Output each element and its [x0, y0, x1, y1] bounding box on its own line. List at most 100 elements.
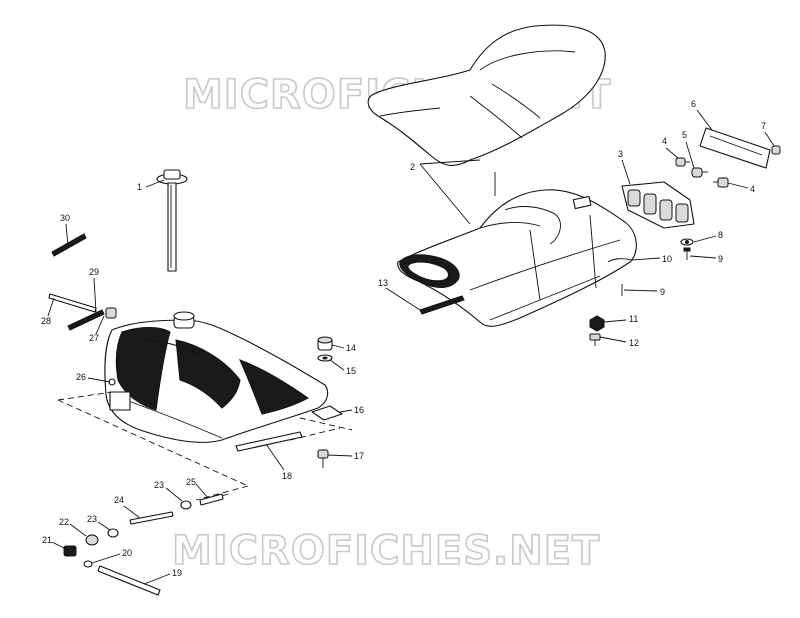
- svg-text:17: 17: [354, 451, 364, 461]
- svg-text:8: 8: [718, 230, 723, 240]
- watermark-bottom: MICROFICHES.NET: [172, 528, 600, 574]
- strap-10: [607, 258, 633, 263]
- bolt-12: [589, 333, 601, 346]
- tail-light-bracket: [621, 181, 695, 229]
- washer-15: [317, 354, 333, 362]
- clip-7: [771, 145, 781, 155]
- callout-17: 17: [327, 451, 364, 461]
- svg-text:23: 23: [87, 514, 97, 524]
- svg-text:23: 23: [154, 480, 164, 490]
- svg-text:10: 10: [662, 254, 672, 264]
- callout-23a: 23: [154, 480, 183, 502]
- bulb-5: [691, 167, 708, 178]
- bulb-socket-4a: [675, 157, 690, 167]
- nut-11: [589, 315, 605, 332]
- clamp-20: [83, 560, 93, 568]
- pad-16: [311, 405, 343, 421]
- svg-text:20: 20: [122, 548, 132, 558]
- latch-13: [419, 295, 465, 315]
- callout-22: 22: [59, 517, 87, 537]
- callout-15: 15: [329, 359, 356, 376]
- callout-13: 13: [378, 278, 421, 311]
- fitting-25: [199, 493, 229, 506]
- clamp-23a: [180, 500, 192, 510]
- svg-text:22: 22: [59, 517, 69, 527]
- hose-24: [129, 511, 174, 525]
- bolt-17: [317, 449, 329, 468]
- clamp-23b: [107, 528, 119, 538]
- svg-text:18: 18: [282, 471, 292, 481]
- seat-base: [397, 189, 637, 327]
- callout-29: 29: [89, 267, 99, 313]
- callout-18: 18: [265, 443, 292, 481]
- svg-text:13: 13: [378, 278, 388, 288]
- fuel-sender: [156, 169, 188, 272]
- svg-text:24: 24: [114, 495, 124, 505]
- svg-text:28: 28: [41, 316, 51, 326]
- svg-text:4: 4: [750, 184, 755, 194]
- callout-7: 7: [761, 121, 775, 147]
- callout-12: 12: [599, 336, 639, 348]
- fuel-tank: [104, 311, 329, 443]
- svg-text:25: 25: [186, 477, 196, 487]
- callout-6: 6: [691, 99, 713, 131]
- callout-8: 8: [693, 230, 723, 243]
- callout-27: 27: [89, 315, 105, 343]
- callout-14: 14: [331, 343, 356, 353]
- svg-text:4: 4: [662, 136, 667, 146]
- callout-4a: 4: [662, 136, 679, 159]
- clamp-22: [85, 534, 99, 546]
- svg-text:27: 27: [89, 333, 99, 343]
- washer-8: [680, 238, 694, 246]
- strap-30: [51, 233, 87, 257]
- screw-9a: [683, 247, 691, 260]
- svg-text:14: 14: [346, 343, 356, 353]
- callout-9b: 9: [623, 287, 665, 297]
- tail-light-lens: [699, 127, 771, 169]
- svg-text:11: 11: [629, 314, 638, 324]
- callout-5: 5: [682, 130, 695, 169]
- svg-text:7: 7: [761, 121, 766, 131]
- svg-text:2: 2: [410, 162, 415, 172]
- callout-10: 10: [631, 254, 672, 264]
- grommet-14: [317, 336, 333, 351]
- callout-26: 26: [76, 372, 111, 383]
- callout-21: 21: [42, 535, 67, 550]
- svg-text:21: 21: [42, 535, 52, 545]
- svg-text:12: 12: [629, 338, 639, 348]
- callout-28: 28: [41, 297, 55, 326]
- svg-text:9: 9: [718, 254, 723, 264]
- callout-2: 2: [410, 162, 415, 172]
- svg-text:30: 30: [60, 213, 70, 223]
- callout-1: 1: [137, 179, 165, 192]
- callout-11: 11: [603, 314, 638, 324]
- strap-18: [235, 431, 303, 452]
- callout-16: 16: [339, 405, 364, 415]
- svg-text:1: 1: [137, 182, 142, 192]
- callout-4b: 4: [727, 182, 755, 194]
- svg-text:19: 19: [172, 568, 182, 578]
- callout-19: 19: [143, 568, 182, 585]
- svg-text:6: 6: [691, 99, 696, 109]
- rod-28: [48, 293, 97, 313]
- svg-text:16: 16: [354, 405, 364, 415]
- strap-29: [67, 309, 105, 331]
- svg-text:3: 3: [618, 149, 623, 159]
- svg-text:15: 15: [346, 366, 356, 376]
- seat-cover: [367, 24, 606, 166]
- svg-text:29: 29: [89, 267, 99, 277]
- callout-9a: 9: [689, 254, 723, 264]
- svg-text:26: 26: [76, 372, 86, 382]
- callout-24: 24: [114, 495, 141, 519]
- hose-19: [97, 565, 161, 596]
- callout-3: 3: [618, 149, 631, 185]
- svg-text:5: 5: [682, 130, 687, 140]
- clip-27: [105, 307, 117, 319]
- callout-25: 25: [186, 477, 209, 499]
- callout-23b: 23: [87, 514, 111, 531]
- valve-21: [63, 545, 77, 557]
- callout-30: 30: [60, 213, 70, 247]
- bulb-socket-4b: [713, 177, 729, 188]
- svg-text:9: 9: [660, 287, 665, 297]
